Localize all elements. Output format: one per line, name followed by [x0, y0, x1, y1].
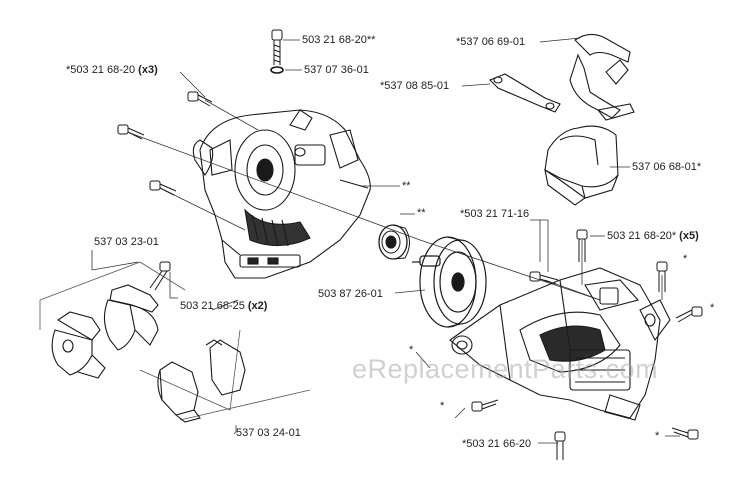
crankcase-right	[449, 267, 671, 421]
label-503-21-68-20-x5: 503 21 68-20* (x5)	[607, 230, 699, 242]
label-537-03-24-01: 537 03 24-01	[236, 427, 301, 439]
label-537-03-23-01: 537 03 23-01	[94, 236, 159, 248]
label-part-number: 503 21 68-20*	[607, 230, 680, 242]
label-537-06-69-01: *537 06 69-01	[456, 36, 526, 48]
cover-537-06-68	[544, 125, 619, 206]
label-part-number: 503 21 68-25	[180, 300, 248, 312]
left-screws	[117, 91, 213, 291]
clutch-drum	[412, 236, 487, 328]
top-screw	[270, 29, 284, 74]
label-537-08-85-01: *537 08 85-01	[380, 80, 450, 92]
carrier-537-03-24	[157, 339, 246, 423]
label-star-4: *	[440, 400, 445, 412]
right-screws	[471, 229, 703, 460]
carrier-537-03-23	[51, 284, 159, 379]
bearing	[378, 224, 410, 260]
strap-537-08-85	[489, 73, 561, 113]
label-quantity: (x5)	[679, 230, 699, 242]
label-503-21-68-20-x3: *503 21 68-20 (x3)	[66, 64, 158, 76]
bracket-537-06-69	[569, 33, 635, 121]
label-503-21-66-20: *503 21 66-20	[462, 438, 532, 450]
label-star-2: *	[710, 302, 715, 314]
label-quantity: (x3)	[138, 64, 158, 76]
watermark: eReplacementParts.com	[352, 354, 659, 384]
group-bracket-lines	[39, 261, 311, 421]
label-quantity: (x2)	[247, 300, 268, 312]
label-star-1: *	[683, 253, 688, 265]
label-part-number: *503 21 68-20	[66, 64, 139, 76]
crankcase-left	[192, 109, 371, 279]
label-503-87-26-01: 503 87 26-01	[318, 288, 383, 300]
leader-lines	[91, 37, 680, 444]
label-503-21-68-20-top: 503 21 68-20**	[302, 34, 376, 46]
label-star-5: *	[655, 430, 660, 442]
label-503-21-71-16: *503 21 71-16	[460, 208, 530, 220]
label-double-star-1: **	[402, 180, 411, 192]
label-503-21-68-25-x2: 503 21 68-25 (x2)	[180, 300, 267, 312]
label-star-3: *	[409, 344, 414, 356]
label-537-06-68-01: 537 06 68-01*	[632, 161, 702, 173]
label-double-star-2: **	[417, 207, 426, 219]
label-537-07-36-01: 537 07 36-01	[304, 64, 369, 76]
